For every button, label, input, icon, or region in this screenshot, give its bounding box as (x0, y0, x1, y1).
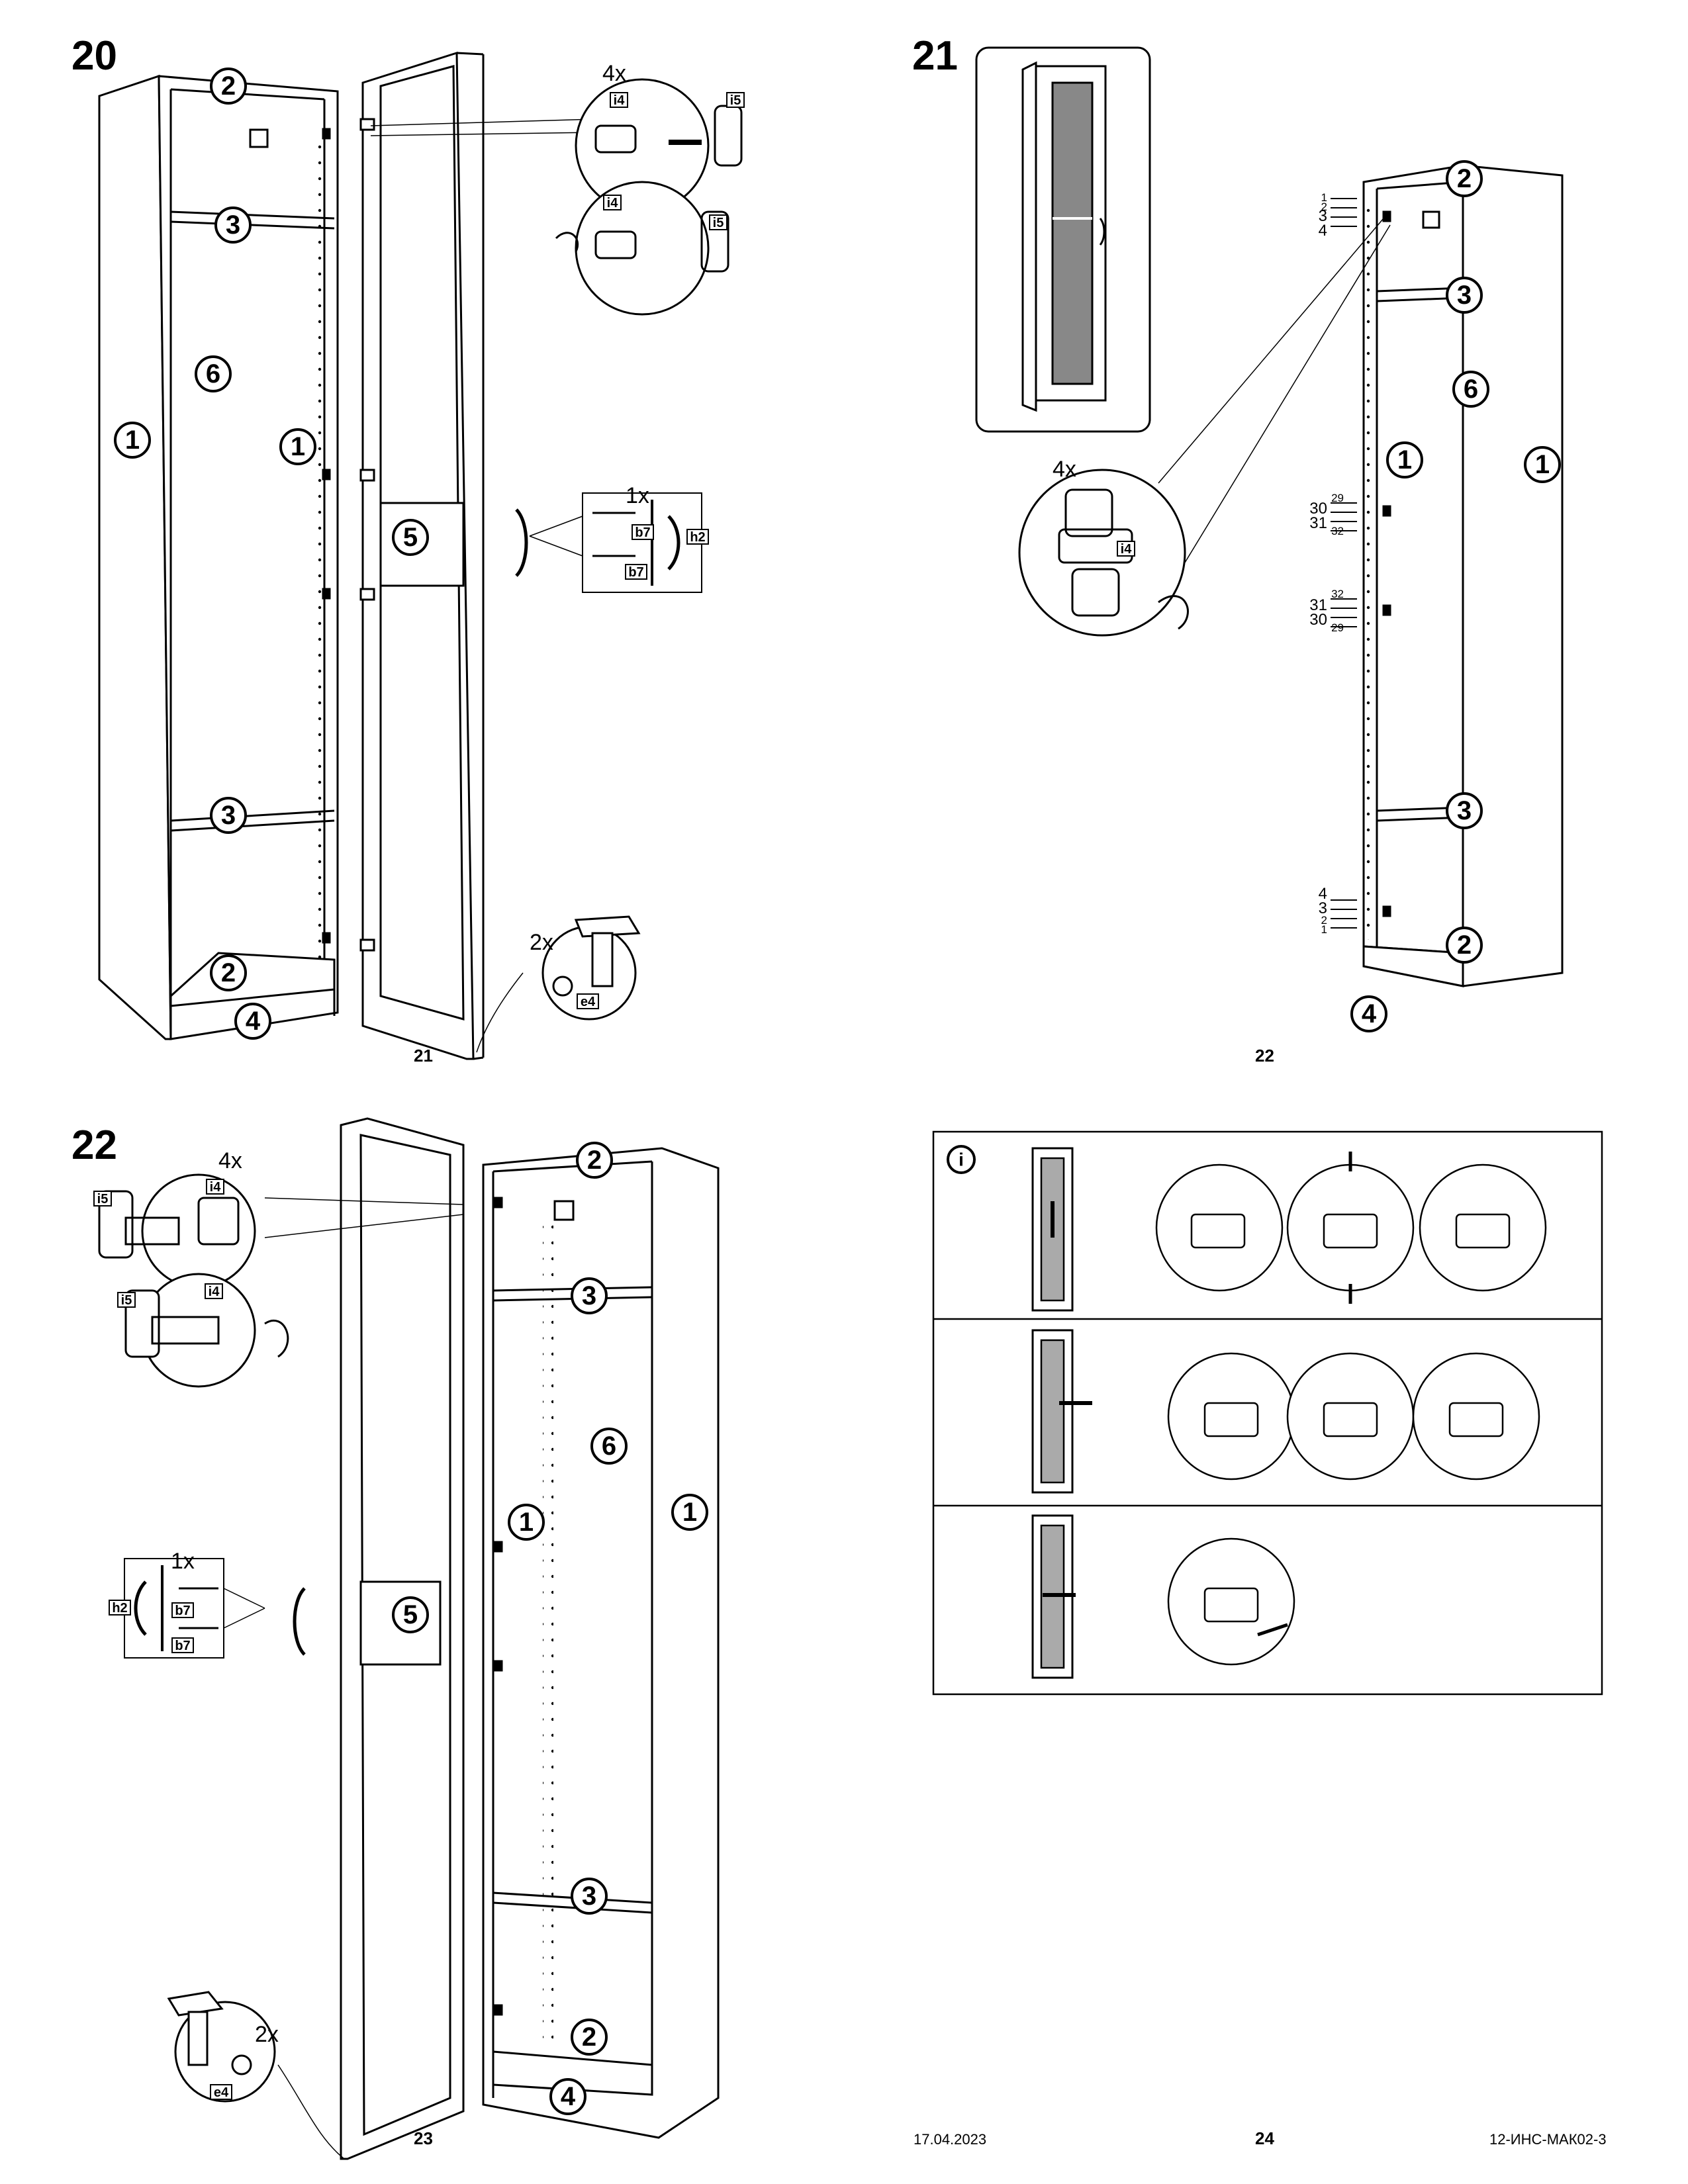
step20-shelf-holes (311, 139, 322, 966)
footer-date: 17.04.2023 (914, 2131, 987, 2148)
step22-leg-callout (167, 1991, 345, 2160)
step20-handle-callout (529, 492, 702, 593)
part-label: 4 (246, 1007, 261, 1036)
part-label: 3 (221, 801, 236, 830)
hw-tag-b7: b7 (175, 1604, 190, 1618)
part-label: 4 (561, 2082, 576, 2111)
hole-mark: 4 (1319, 222, 1327, 240)
part-label: 1 (519, 1508, 534, 1537)
part-label: 1 (291, 432, 305, 461)
part-label: 2 (587, 1146, 602, 1175)
hole-mark: 1 (1321, 923, 1327, 936)
part-label: 4 (1362, 999, 1377, 1028)
hole-mark: 30 (1309, 611, 1327, 629)
hole-mark: 31 (1309, 596, 1327, 614)
step22-hinge-callout (98, 1173, 464, 1388)
hole-mark: 3 (1319, 899, 1327, 917)
hw-tag-i5: i5 (121, 1293, 132, 1308)
part-label: 1 (125, 426, 140, 455)
step-number-21: 21 (912, 33, 958, 79)
hw-tag-i5: i5 (713, 216, 724, 230)
hole-mark: 32 (1331, 525, 1344, 537)
step22-door (293, 1117, 465, 2160)
step22-handle-callout (124, 1558, 265, 1659)
hole-mark: 30 (1309, 500, 1327, 518)
page-number-24: 24 (1255, 2128, 1274, 2148)
part-label: 2 (221, 958, 236, 987)
step21-hinge-qty: 4x (1053, 457, 1076, 482)
hole-mark: 1 (1321, 191, 1327, 204)
page-number-21: 21 (414, 1046, 433, 1066)
part-label: 3 (226, 210, 240, 240)
step20-handle-qty: 1x (626, 483, 649, 508)
step20-leg-qty: 2x (530, 930, 553, 955)
part-label: 3 (582, 1882, 596, 1911)
step-number-20: 20 (71, 33, 117, 79)
step21-shelf-holes (1365, 199, 1374, 940)
step22-handle-qty: 1x (171, 1549, 195, 1574)
part-label: 5 (403, 523, 418, 552)
hole-mark: 29 (1331, 492, 1344, 504)
hw-tag-e4: e4 (581, 995, 596, 1009)
part-label: 6 (206, 359, 220, 388)
hw-tag-i5: i5 (730, 93, 741, 108)
part-label: 6 (1464, 375, 1478, 404)
part-label: 2 (1457, 931, 1472, 960)
page-number-23: 23 (414, 2128, 433, 2148)
hole-mark: 29 (1331, 621, 1344, 634)
page-number-22: 22 (1255, 1046, 1274, 1066)
hw-tag-b7: b7 (628, 565, 643, 580)
step21-hole-ticks (1331, 198, 1357, 929)
hw-tag-i5: i5 (97, 1192, 109, 1206)
step22-cabinet (482, 1147, 720, 2139)
hw-tag-e4: e4 (214, 2085, 229, 2100)
part-label: 1 (1397, 445, 1412, 475)
footer-code: 12-ИНС-МАК02-3 (1489, 2131, 1607, 2148)
hw-tag-b7: b7 (175, 1639, 190, 1653)
step20-cabinet (98, 74, 339, 1040)
part-label: 2 (221, 71, 236, 101)
part-label: 3 (582, 1281, 596, 1310)
hw-tag-i4: i4 (210, 1180, 222, 1195)
step20-hinge-qty: 4x (602, 61, 626, 86)
hole-mark: 32 (1331, 588, 1344, 600)
hole-mark: 4 (1319, 885, 1327, 903)
info-adjustment-box (932, 1130, 1603, 1696)
info-icon: i (959, 1150, 964, 1170)
hw-tag-h2: h2 (690, 530, 705, 545)
hole-mark: 3 (1319, 207, 1327, 225)
hole-mark: 31 (1309, 514, 1327, 532)
step21-cabinet (1362, 164, 1564, 987)
step22-leg-qty: 2x (255, 2022, 279, 2047)
hw-tag-i4: i4 (607, 196, 619, 210)
part-label: 1 (682, 1498, 697, 1527)
part-label: 6 (602, 1432, 616, 1461)
part-label: 5 (403, 1600, 418, 1629)
hardware-tags (93, 92, 1135, 2100)
step-number-22: 22 (71, 1122, 117, 1168)
step20-leg-callout (476, 915, 641, 1053)
hw-tag-i4: i4 (209, 1285, 220, 1299)
hw-tag-i4: i4 (1121, 542, 1133, 557)
step22-shelf-holes (543, 1224, 553, 2045)
hw-tag-i4: i4 (614, 93, 626, 108)
part-label: 2 (582, 2023, 596, 2052)
part-label: 3 (1457, 281, 1472, 310)
part-label: 3 (1457, 796, 1472, 825)
step20-hinge-callout (370, 78, 743, 316)
step20-door (359, 51, 528, 1060)
part-label: 1 (1535, 450, 1550, 479)
hw-tag-h2: h2 (112, 1601, 127, 1615)
hole-mark: 2 (1321, 201, 1327, 213)
hole-mark: 2 (1321, 914, 1327, 927)
part-label: 2 (1457, 164, 1472, 193)
step22-hinge-qty: 4x (218, 1148, 242, 1173)
hw-tag-b7: b7 (635, 525, 650, 540)
step21-overview-box (975, 46, 1151, 433)
